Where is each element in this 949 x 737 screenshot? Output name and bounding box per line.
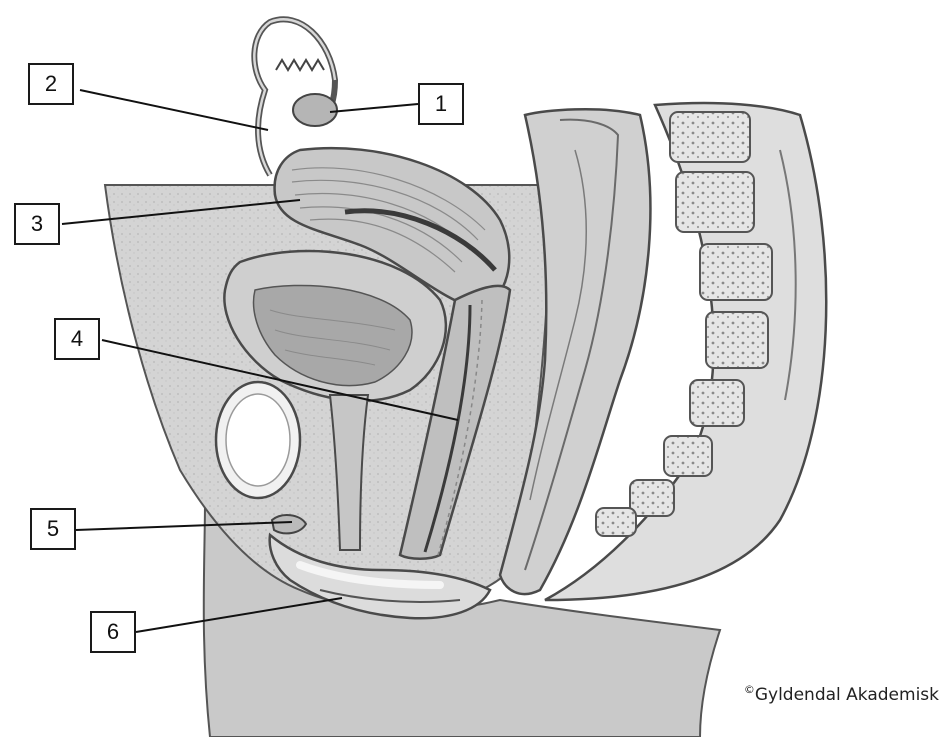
copyright-symbol: © [744, 683, 755, 696]
leader-line-1 [330, 104, 418, 112]
label-2: 2 [28, 63, 74, 105]
label-5: 5 [30, 508, 76, 550]
clitoris [272, 515, 306, 533]
copyright-text: Gyldendal Akademisk [755, 685, 939, 705]
label-6: 6 [90, 611, 136, 653]
leader-line-2 [80, 90, 268, 130]
copyright-notice: ©Gyldendal Akademisk [744, 685, 939, 705]
label-3: 3 [14, 203, 60, 245]
label-4: 4 [54, 318, 100, 360]
fimbriae [276, 60, 324, 70]
ovary [293, 94, 337, 126]
pubic-bone-inner [226, 394, 290, 486]
label-1: 1 [418, 83, 464, 125]
